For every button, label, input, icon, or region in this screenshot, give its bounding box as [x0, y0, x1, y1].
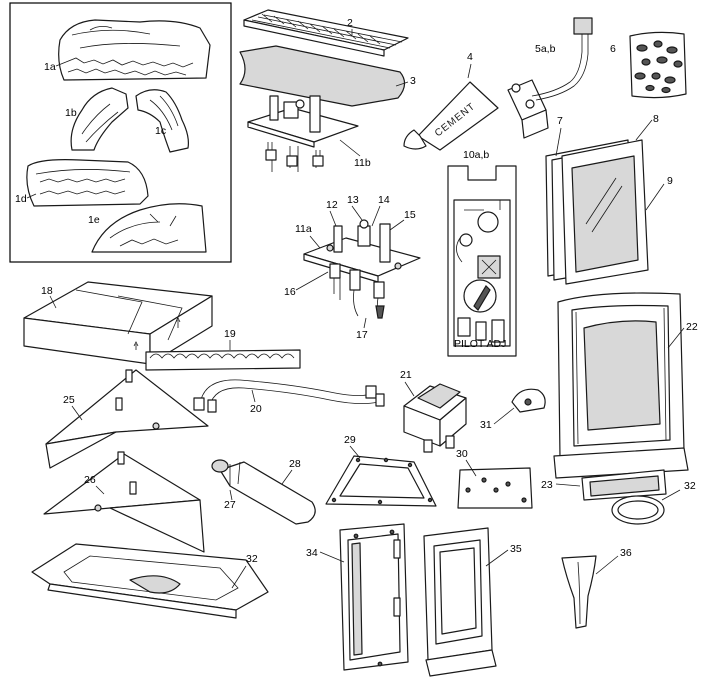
part-10-gas-valve: PILOT ADJ 10a,b: [447, 149, 517, 357]
part-35-door-panel: 35: [423, 527, 522, 677]
label-1e: 1e: [88, 214, 100, 226]
part-22-stove-face: 22: [553, 292, 698, 479]
part-11a-burner-plate: 12 13 14 15 11a 16 17: [284, 194, 421, 341]
label-1d: 1d: [15, 193, 27, 205]
label-18: 18: [41, 285, 53, 297]
label-27: 27: [224, 499, 236, 511]
pilot-adj-stamp: PILOT ADJ: [454, 338, 506, 350]
label-32-ring: 32: [684, 480, 696, 492]
label-19: 19: [224, 328, 236, 340]
part-6-rock-bag: 6: [610, 31, 687, 99]
label-15: 15: [404, 209, 416, 221]
label-34: 34: [306, 547, 318, 559]
label-11b: 11b: [354, 157, 371, 169]
label-4: 4: [467, 51, 473, 63]
label-21: 21: [400, 369, 412, 381]
label-25: 25: [63, 394, 75, 406]
label-14: 14: [378, 194, 390, 206]
label-32-pan: 32: [246, 553, 258, 565]
label-2: 2: [347, 17, 353, 29]
log-1e: [91, 203, 207, 253]
part-2-grate: 2: [243, 9, 409, 57]
part-31-bracket: 31: [480, 388, 546, 431]
part-3-gasket: 3: [239, 45, 416, 107]
label-5ab: 5a,b: [535, 43, 556, 55]
label-3: 3: [410, 75, 416, 87]
label-31: 31: [480, 419, 492, 431]
part-30-cover-plate: 30: [456, 448, 533, 509]
part-7-8-9-glass-door: 7 8 9: [545, 113, 673, 285]
part-32-base-pan: 32: [31, 543, 269, 619]
label-1b: 1b: [65, 107, 77, 119]
part-11b-pilot-assembly: 11b: [247, 95, 371, 172]
part-5-valve-block: 5a,b: [507, 17, 593, 139]
log-1d: [26, 159, 149, 207]
label-8: 8: [653, 113, 659, 125]
label-30: 30: [456, 448, 468, 460]
label-20: 20: [250, 403, 262, 415]
part-19-ember-strip: 19: [145, 328, 301, 371]
part-18-burner-box: 18: [23, 281, 213, 365]
label-11a: 11a: [295, 223, 312, 235]
log-set-inset: 1a 1b 1c 1d 1e: [9, 2, 232, 263]
part-26-baffle: 26: [43, 451, 205, 553]
label-28: 28: [289, 458, 301, 470]
label-1c: 1c: [155, 125, 166, 137]
log-1a: [58, 19, 211, 81]
label-22: 22: [686, 321, 698, 333]
label-36: 36: [620, 547, 632, 559]
label-17: 17: [356, 329, 368, 341]
part-27-28-igniter: 28 27: [211, 458, 316, 525]
label-7: 7: [557, 115, 563, 127]
part-4-cement-tube: CEMENT 4: [403, 51, 499, 151]
label-29: 29: [344, 434, 356, 446]
log-1c: [135, 89, 189, 153]
label-6: 6: [610, 43, 616, 55]
label-10ab: 10a,b: [463, 149, 489, 161]
part-32-ring-gasket: 32: [611, 480, 696, 525]
label-13: 13: [347, 194, 359, 206]
part-36-leg: 36: [561, 547, 632, 629]
label-9: 9: [667, 175, 673, 187]
label-26: 26: [84, 474, 96, 486]
part-25-baffle: 25: [45, 369, 209, 469]
label-35: 35: [510, 543, 522, 555]
label-1a: 1a: [44, 61, 56, 73]
part-34-side-panel: 34: [306, 523, 409, 671]
part-20-wire: 20: [193, 379, 385, 415]
part-21-switch: 21: [400, 369, 467, 453]
label-12: 12: [326, 199, 338, 211]
label-16: 16: [284, 286, 296, 298]
log-1b: [70, 87, 129, 151]
label-23: 23: [541, 479, 553, 491]
part-29-gasket-frame: 29: [325, 434, 437, 507]
part-23-trim: 23: [541, 469, 667, 501]
